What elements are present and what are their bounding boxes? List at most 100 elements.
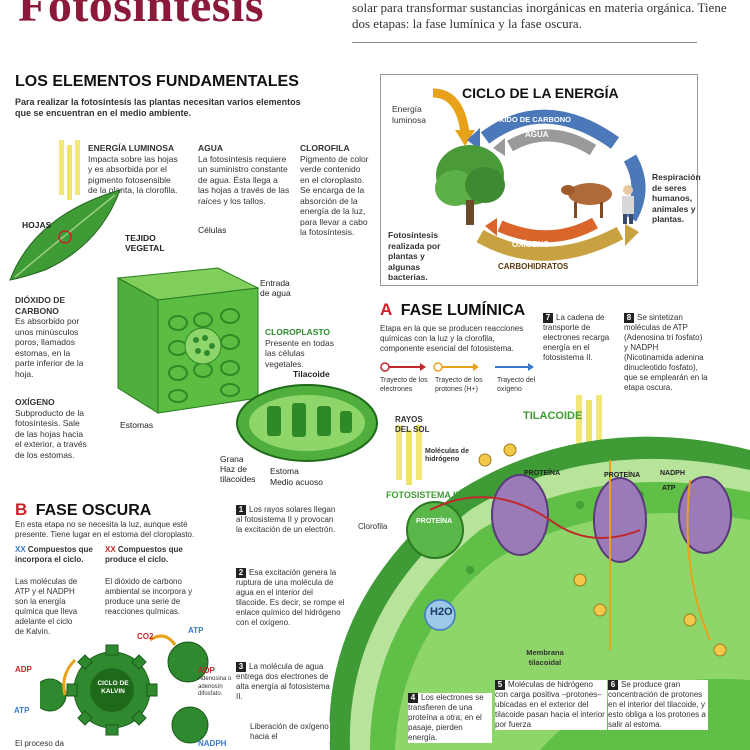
adp-right-label: ADP — [198, 666, 215, 675]
fase-luminica-heading: A FASE LUMÍNICA — [380, 300, 525, 320]
fase-oscura-lead: En esta etapa no se necesita la luz, aun… — [15, 520, 195, 539]
step-1-text: Los rayos solares llegan al fotosistema … — [236, 505, 336, 534]
legend-incorpora-text: Compuestos que incorpora el ciclo. — [15, 545, 93, 564]
tissue-cube-illustration — [116, 267, 260, 414]
energia-block: ENERGÍA LUMINOSA Impacta sobre las hojas… — [88, 143, 178, 196]
fase-luminica-title: FASE LUMÍNICA — [400, 302, 526, 319]
oxigeno-text: Subproducto de la fotosíntesis. Sale de … — [15, 407, 87, 460]
fase-oscura-heading: B FASE OSCURA — [15, 500, 151, 520]
dioxido-title: DIÓXIDO DE CARBONO — [15, 295, 66, 316]
agua-block: AGUA La fotosíntesis requiere un suminis… — [198, 143, 290, 206]
atp-left-label: ATP — [14, 706, 30, 715]
fase-oscura-title: FASE OSCURA — [35, 502, 152, 519]
dioxido-block: DIÓXIDO DE CARBONO Es absorbido por unos… — [15, 295, 85, 379]
tree-illustration — [435, 145, 505, 225]
oxigeno-title: OXÍGENO — [15, 397, 55, 407]
cycle-dioxido-label: DIÓXIDO DE CARBONO — [486, 115, 572, 124]
step-8-number: 8 — [624, 313, 634, 323]
celulas-label: Células — [198, 225, 227, 235]
kalvin-label: CICLO DE KALVIN — [97, 680, 129, 695]
sun-rays-right-icon — [576, 395, 602, 450]
legend-protones: Trayecto de los protones (H+) — [435, 377, 483, 393]
step-6-text: Se produce gran concentración de protone… — [608, 680, 706, 729]
legend-produce-text: Compuestos que produce el ciclo. — [105, 545, 183, 564]
legend-incorpora-mark: XX — [15, 545, 26, 554]
sun-rays-left-icon — [396, 425, 422, 485]
oxigeno-block: OXÍGENO Subproducto de la fotosíntesis. … — [15, 397, 90, 460]
cycle-energia-label: Energía luminosa — [392, 104, 427, 125]
cycle-title: CICLO DE LA ENERGÍA — [462, 85, 619, 101]
proceso-text: El proceso da — [15, 739, 64, 748]
legend-produce-mark: XX — [105, 545, 116, 554]
step-4-number: 4 — [408, 693, 418, 703]
page-title: Fotosíntesis — [18, 0, 264, 32]
energia-text: Impacta sobre las hojas y es absorbida p… — [88, 153, 178, 196]
moleculas-h-label: Moléculas de hidrógeno — [425, 448, 469, 463]
cycle-agua-label: AGUA — [525, 130, 549, 139]
fase-luminica-lead: Etapa en la que se producen reacciones q… — [380, 324, 524, 353]
tilacoide-label: Tilacoide — [293, 369, 330, 379]
proteina-label-1: PROTEÍNA — [524, 470, 561, 477]
cow-person-illustration — [561, 183, 634, 224]
elements-heading: LOS ELEMENTOS FUNDAMENTALES — [15, 73, 299, 90]
estomas-label: Estomas — [120, 420, 154, 430]
legend-arrows — [380, 362, 534, 372]
adp-note: Adenosina o adenosín difosfato. — [198, 676, 232, 697]
haz-label: Haz de tilacoides — [220, 464, 256, 484]
intro-text: solar para transformar sustancias inorgá… — [352, 0, 727, 31]
entrada-agua-label: Entrada de agua — [260, 278, 291, 298]
fotosistema-2-label: FOTOSISTEMA II — [386, 490, 459, 500]
cloroplasto-block: CLOROPLASTO Presente en todas las célula… — [265, 327, 345, 369]
step-2-number: 2 — [236, 568, 246, 578]
atp-label: ATP — [662, 485, 676, 492]
step-7-number: 7 — [543, 313, 553, 323]
header-divider — [352, 42, 697, 43]
clorofila-label: Clorofila — [358, 522, 388, 531]
rayos-label: RAYOS DEL SOL — [395, 415, 430, 434]
cycle-respiracion-label: Respiración de seres humanos, animales y… — [652, 172, 701, 224]
chloroplast-illustration — [236, 384, 378, 462]
fase-luminica-letter: A — [380, 300, 393, 319]
adp-left-label: ADP — [15, 665, 32, 674]
cloroplasto-text: Presente en todas las células vegetales. — [265, 337, 334, 369]
legend-oxigeno: Trayecto del oxígeno — [497, 377, 536, 393]
medio-acuoso-label: Medio acuoso — [270, 477, 323, 487]
hojas-label: HOJAS — [22, 220, 52, 230]
nadph-oscura-label: NADPH — [198, 739, 227, 748]
proteina-label-2: PROTEÍNA — [604, 472, 641, 479]
clorofila-text: Pigmento de color verde contenido en el … — [300, 153, 369, 238]
atp-top-label: ATP — [188, 626, 204, 635]
step-7-text: La cadena de transporte de electrones re… — [543, 313, 610, 362]
cycle-fotosintesis-label: Fotosíntesis realizada por plantas y alg… — [388, 230, 441, 282]
cycle-arrows-illustration — [432, 88, 646, 261]
tejido-label: TEJIDO VEGETAL — [125, 233, 165, 253]
legend-produce: XX Compuestos que produce el ciclo. — [105, 545, 195, 565]
step-3-number: 3 — [236, 662, 246, 672]
co2-label: CO2 — [137, 632, 154, 641]
energia-title: ENERGÍA LUMINOSA — [88, 143, 175, 153]
grana-label: Grana — [220, 454, 244, 464]
kalvin-cycle-illustration — [40, 634, 209, 744]
leaf-illustration — [9, 189, 121, 281]
step-4-text: Los electrones se transfieren de una pro… — [408, 693, 484, 742]
agua-title: AGUA — [198, 143, 224, 153]
step-5-text: Moléculas de hidrógeno con carga positiv… — [495, 680, 605, 729]
dioxido-text: Es absorbido por unos minúsculos poros, … — [15, 316, 84, 379]
fase-oscura-text2: El dióxido de carbono ambiental se incor… — [105, 577, 193, 616]
legend-electrones: Trayecto de los electrones — [380, 377, 428, 393]
membrana-label: Membrana tilacoidal — [526, 648, 564, 667]
h2o-label: H2O — [430, 606, 453, 618]
liberacion-text: Liberación de oxígeno hacia el — [250, 722, 330, 742]
proteina-label-3: PROTEÍNA — [416, 518, 453, 525]
elements-lead: Para realizar la fotosíntesis las planta… — [15, 97, 301, 118]
step-8-text: Se sintetizan moléculas de ATP (Adenosin… — [624, 313, 708, 392]
nadph-label: NADPH — [660, 470, 685, 477]
